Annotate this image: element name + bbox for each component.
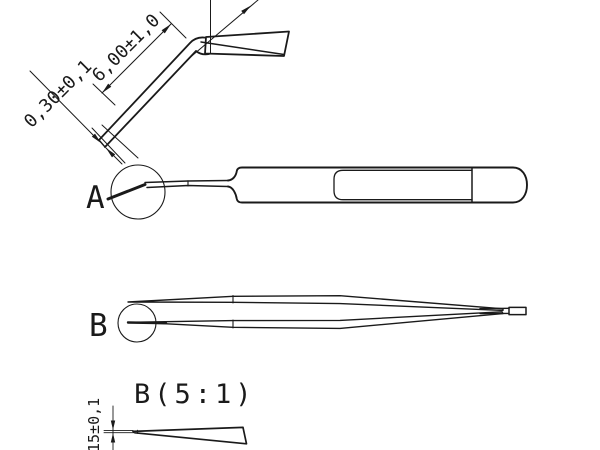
tip-width-witness-line-2 [91, 127, 126, 164]
arrowhead [106, 148, 116, 158]
tip-strip-upper-edge [98, 36, 206, 141]
plan-view-lower-arm [127, 311, 504, 330]
arrowhead [161, 24, 171, 34]
detail-b-thickness-label: 15±0,1 [85, 398, 103, 450]
tip-detail-arrowheads [91, 5, 251, 158]
view-b-letter: B [89, 308, 108, 344]
tip-width-dimension-label: 0,30±0,1 [20, 56, 96, 132]
plan-view-tip-end-block [508, 306, 527, 316]
blade-outline [204, 30, 290, 57]
arrowhead [91, 133, 101, 143]
tip-width-witness-line-1 [101, 124, 139, 159]
side-view-grip-inset [333, 169, 473, 201]
length-witness-line-upper [159, 11, 187, 39]
side-view-bent-tip [106, 183, 147, 201]
blade-crease-line [200, 41, 285, 56]
detail-b-title: B(5:1) [134, 379, 256, 410]
tip-width-dimension-line [29, 70, 100, 142]
plan-view-drawing [117, 294, 527, 343]
detail-a-callout-circle [110, 164, 166, 220]
detail-b-wedge-outline [132, 426, 248, 445]
side-view-drawing [106, 164, 528, 220]
arrowhead [110, 433, 116, 443]
view-a-letter: A [86, 180, 105, 216]
plan-view-upper-arm [127, 295, 504, 312]
side-view-arm-top-line [144, 179, 229, 184]
detail-b-arrowheads [110, 420, 116, 443]
plan-view-lower-tip-thick-line [126, 321, 168, 325]
length-witness-line-lower [92, 83, 116, 106]
tip-end-face [98, 139, 106, 148]
tip-detail-view [98, 30, 290, 148]
detail-b-drawing [103, 405, 248, 450]
side-view-body-outline [227, 166, 528, 204]
arrowhead [241, 5, 251, 15]
arrowhead [102, 83, 112, 93]
arrowhead [110, 420, 116, 430]
length-dimension-line [101, 23, 172, 94]
length-dimension-label: 6,00±1,0 [88, 10, 164, 86]
